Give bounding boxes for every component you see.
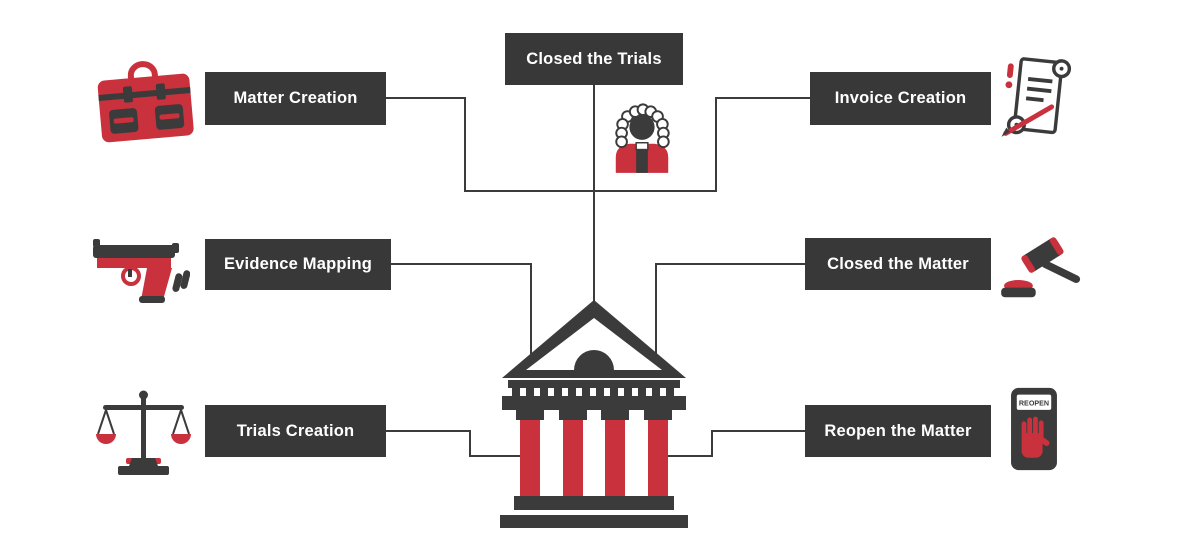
node-evidence-mapping: Evidence Mapping xyxy=(205,239,391,290)
node-label: Matter Creation xyxy=(233,89,358,107)
connector-matter-creation xyxy=(386,97,595,312)
node-trials-creation: Trials Creation xyxy=(205,405,386,457)
node-label: Closed the Matter xyxy=(827,254,969,273)
connector-trials-creation xyxy=(386,430,524,457)
node-matter-creation: Matter Creation xyxy=(205,72,386,125)
connector-reopen-the-matter xyxy=(664,430,805,457)
reopen-stamp-label: REOPEN xyxy=(1019,400,1049,408)
gun-icon xyxy=(93,239,190,303)
node-label: Reopen the Matter xyxy=(824,421,972,440)
connector-closed-the-matter xyxy=(655,263,805,356)
connector-evidence-mapping xyxy=(391,263,532,356)
briefcase-icon xyxy=(97,61,194,143)
node-reopen-the-matter: Reopen the Matter xyxy=(805,405,991,457)
node-invoice-creation: Invoice Creation xyxy=(810,72,991,125)
node-label: Trials Creation xyxy=(236,421,355,440)
courthouse-icon xyxy=(500,300,688,528)
scales-icon xyxy=(96,390,191,475)
node-closed-the-matter: Closed the Matter xyxy=(805,238,991,290)
connector-invoice-creation xyxy=(594,97,810,192)
gavel-icon xyxy=(1001,237,1081,298)
invoice-scroll-icon xyxy=(1001,57,1072,137)
judge-icon xyxy=(615,103,670,173)
node-label: Evidence Mapping xyxy=(223,255,373,273)
node-label: Closed the Trials xyxy=(526,49,662,68)
node-label: Invoice Creation xyxy=(834,89,967,107)
reopen-hand-icon: REOPEN xyxy=(1011,387,1057,471)
node-closed-the-trials: Closed the Trials xyxy=(505,33,683,85)
